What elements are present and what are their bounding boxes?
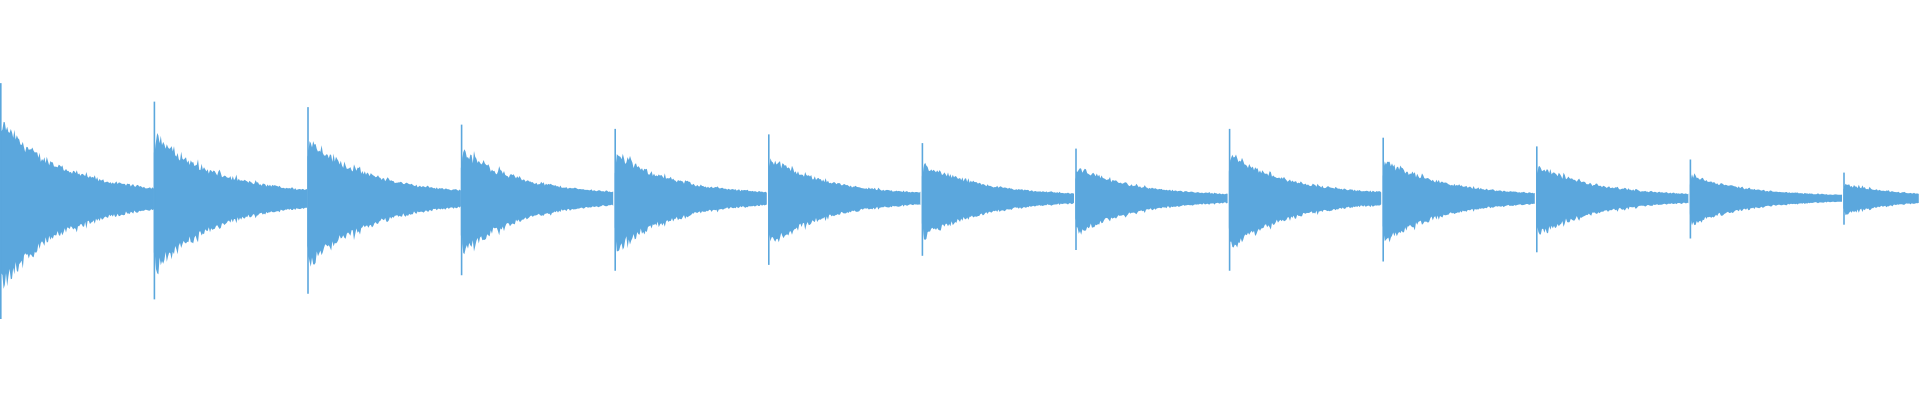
waveform-hit-envelope [614,153,767,252]
waveform-hit-envelope [307,141,461,267]
waveform-hit [1689,159,1842,239]
waveform-hit-envelope [1075,168,1228,235]
waveform-hit-envelope [768,158,921,243]
waveform-hit-envelope [1382,161,1535,243]
waveform-hit [1382,137,1535,262]
waveform-hit [460,124,614,276]
waveform-hit-envelope [921,162,1074,240]
waveform-hit [1228,128,1382,271]
waveform-hit-envelope [1843,183,1919,216]
waveform-hit [1536,146,1689,253]
waveform-hit [0,83,154,319]
waveform-hit-envelope [1536,166,1689,235]
waveform-hit [614,128,767,271]
waveform-hit-envelope [153,133,308,275]
waveform-hit [153,101,308,300]
waveform-hit-envelope [0,121,154,289]
waveform-hit-envelope [1228,154,1382,248]
waveform-hit [307,107,461,294]
waveform-hit-envelope [1689,173,1842,226]
waveform-hit [767,134,921,265]
waveform-hit [1075,148,1228,250]
waveform-hit [921,143,1074,256]
waveform-hit-envelope [460,149,614,255]
waveform-hit [1843,172,1919,225]
